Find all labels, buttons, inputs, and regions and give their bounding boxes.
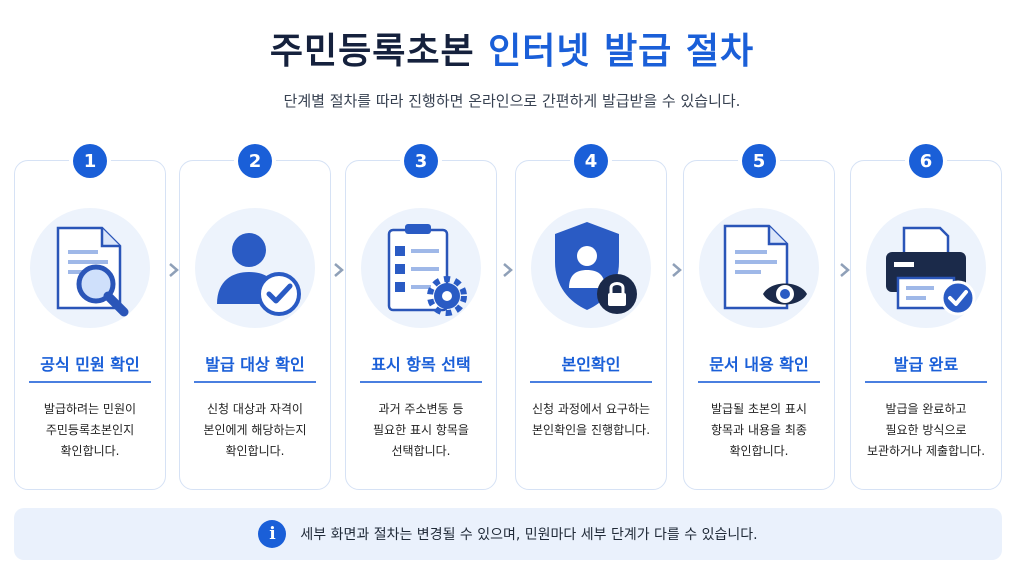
step-card-3: 표시 항목 선택 과거 주소변동 등 필요한 표시 항목을 선택합니다. [345,160,497,490]
title-dark-part: 주민등록초본 [269,31,475,72]
step-card-6: 발급 완료 발급을 완료하고 필요한 방식으로 보관하거나 제출합니다. [850,160,1002,490]
steps-row: 공식 민원 확인 발급하려는 민원이 주민등록초본인지 확인합니다. 1 발급 … [14,144,1010,494]
step-description: 발급될 초본의 표시 항목과 내용을 최종 확인합니다. [711,402,807,458]
step-description: 과거 주소변동 등 필요한 표시 항목을 선택합니다. [373,402,469,458]
step-badge-6: 6 [909,144,943,178]
checklist-gear-icon [387,224,467,316]
page-title: 주민등록초본 인터넷 발급 절차 [0,22,1024,74]
step-title: 표시 항목 선택 [371,355,471,374]
icon-circle [195,208,315,328]
step-title: 본인확인 [561,355,621,374]
step-description: 발급을 완료하고 필요한 방식으로 보관하거나 제출합니다. [866,402,986,458]
step-card-4: 본인확인 신청 과정에서 요구하는 본인확인을 진행합니다. [515,160,667,490]
step-description: 발급하려는 민원이 주민등록초본인지 확인합니다. [43,402,137,458]
page-subtitle: 단계별 절차를 따라 진행하면 온라인으로 간편하게 발급받을 수 있습니다. [283,92,741,110]
step-badge-2: 2 [238,144,272,178]
icon-circle [30,208,150,328]
step-card-5: 문서 내용 확인 발급될 초본의 표시 항목과 내용을 최종 확인합니다. [683,160,835,490]
arrow-right-icon [503,263,513,277]
step-title: 발급 완료 [893,355,959,374]
notice-text: 세부 화면과 절차는 변경될 수 있으며, 민원마다 세부 단계가 다를 수 있… [300,527,758,543]
arrow-right-icon [672,263,682,277]
divider [194,381,316,383]
step-badge-5: 5 [742,144,776,178]
icon-circle [361,208,481,328]
divider [530,381,652,383]
step-title: 공식 민원 확인 [40,355,140,374]
arrow-right-icon [169,263,179,277]
divider [360,381,482,383]
user-check-icon [217,233,301,316]
document-search-icon [56,226,129,317]
step-description: 신청 과정에서 요구하는 본인확인을 진행합니다. [531,402,651,437]
step-description: 신청 대상과 자격이 본인에게 해당하는지 확인합니다. [203,402,307,458]
step-card-2: 발급 대상 확인 신청 대상과 자격이 본인에게 해당하는지 확인합니다. [179,160,331,490]
icon-circle [699,208,819,328]
title-blue-part: 인터넷 발급 절차 [488,31,755,72]
printer-check-icon [886,226,976,316]
info-icon: i [258,520,287,548]
step-title: 문서 내용 확인 [709,355,809,374]
arrow-right-icon [334,263,344,277]
step-badge-3: 3 [404,144,438,178]
document-eye-icon [723,224,807,310]
step-card-1: 공식 민원 확인 발급하려는 민원이 주민등록초본인지 확인합니다. [14,160,166,490]
step-badge-4: 4 [574,144,608,178]
arrow-right-icon [840,263,850,277]
icon-circle [531,208,651,328]
notice-banner: i 세부 화면과 절차는 변경될 수 있으며, 민원마다 세부 단계가 다를 수… [14,508,1002,560]
step-title: 발급 대상 확인 [205,355,305,374]
divider [698,381,820,383]
step-badge-1: 1 [73,144,107,178]
divider [865,381,987,383]
shield-lock-icon [555,222,637,314]
divider [29,381,151,383]
icon-circle [866,208,986,328]
